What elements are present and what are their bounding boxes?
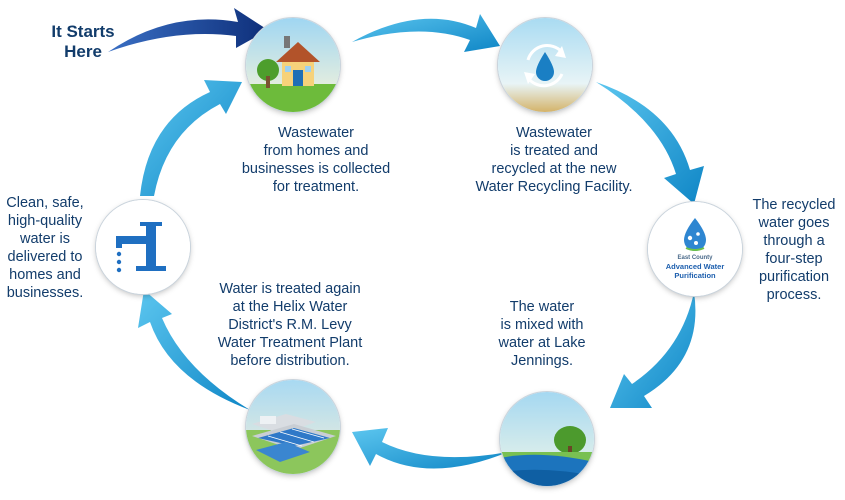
arrow-plant-to-faucet [138,290,250,410]
arrow-recycle-to-purification [596,82,704,204]
house-icon [246,18,340,112]
treatment-plant-icon [246,380,340,474]
start-label: It Starts Here [51,22,115,61]
step-house-node [246,18,340,112]
arrow-house-to-recycle [352,14,500,52]
arrow-lake-to-plant [352,428,508,469]
logo-line1: East County [677,255,713,261]
step-purification-node: East County Advanced Water Purification [648,202,742,296]
arrow-faucet-to-house [140,80,242,196]
step-faucet-node [96,200,190,294]
start-arrow [108,8,268,52]
step-lake-node [500,392,594,486]
step-lake-caption: The water is mixed with water at Lake Je… [498,299,586,369]
logo-line3: Purification [674,271,716,280]
logo-line2: Advanced Water [665,262,725,271]
advanced-water-purification-logo [648,202,742,296]
faucet-icon [96,200,190,294]
arrow-purification-to-lake [610,292,696,408]
recycle-water-drop-icon [498,18,592,112]
lake-icon [500,392,594,486]
step-house-caption: Wastewater from homes and businesses is … [241,125,391,195]
step-faucet-caption: Clean, safe, high-quality water is deliv… [6,195,84,301]
step-purification-caption: The recycled water goes through a four-s… [752,197,836,303]
step-recycle-node [498,18,592,112]
step-plant-caption: Water is treated again at the Helix Wate… [217,281,363,369]
step-plant-node [246,380,340,474]
step-recycle-caption: Wastewater is treated and recycled at th… [475,125,633,195]
